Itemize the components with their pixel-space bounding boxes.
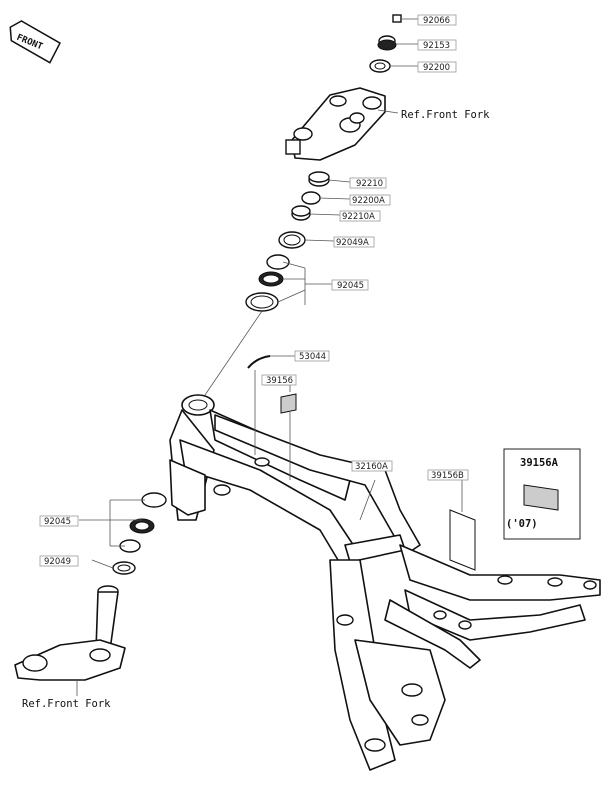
washer-92200A <box>301 191 321 205</box>
label-92045-top: 92045 <box>337 281 364 291</box>
label-92045-lower: 92045 <box>44 517 71 527</box>
label-39156: 39156 <box>266 376 293 386</box>
main-frame-32160A <box>169 394 601 771</box>
stem-nut-92153 <box>377 35 397 51</box>
bearing-92045-lower <box>119 492 167 553</box>
seal-92049A <box>278 231 306 249</box>
washer-92200 <box>369 59 391 73</box>
inset-year-label: ('07) <box>506 518 538 530</box>
label-92210: 92210 <box>356 179 383 189</box>
label-32160A: 32160A <box>355 462 388 472</box>
label-53044: 53044 <box>299 352 326 362</box>
nut-92210A <box>291 205 311 221</box>
front-direction-badge: FRONT <box>9 20 61 64</box>
bearing-92045-upper <box>245 254 290 312</box>
lower-triple-clamp <box>14 585 126 681</box>
ref-front-fork-top: Ref.Front Fork <box>401 109 490 121</box>
label-92200A: 92200A <box>352 196 385 206</box>
part-labels: 92066 92153 92200 92210 92200A 92210A 92… <box>39 14 469 567</box>
label-92066: 92066 <box>423 16 450 26</box>
label-39156B: 39156B <box>431 471 464 481</box>
inset-box-39156A: 39156A ('07) <box>503 448 581 540</box>
label-plate-39156 <box>280 393 297 414</box>
label-92049A: 92049A <box>336 238 369 248</box>
label-92200: 92200 <box>423 63 450 73</box>
stem-nut-92066 <box>392 14 402 23</box>
band-53044 <box>247 355 271 369</box>
label-92049: 92049 <box>44 557 71 567</box>
ref-front-fork-bottom: Ref.Front Fork <box>22 698 111 710</box>
label-92153: 92153 <box>423 41 450 51</box>
inset-part-label: 39156A <box>520 457 559 469</box>
upper-triple-clamp <box>285 87 386 161</box>
cap-92210 <box>308 171 330 187</box>
label-92210A: 92210A <box>342 212 375 222</box>
seal-92049 <box>112 561 136 575</box>
label-plate-39156B <box>449 509 476 571</box>
